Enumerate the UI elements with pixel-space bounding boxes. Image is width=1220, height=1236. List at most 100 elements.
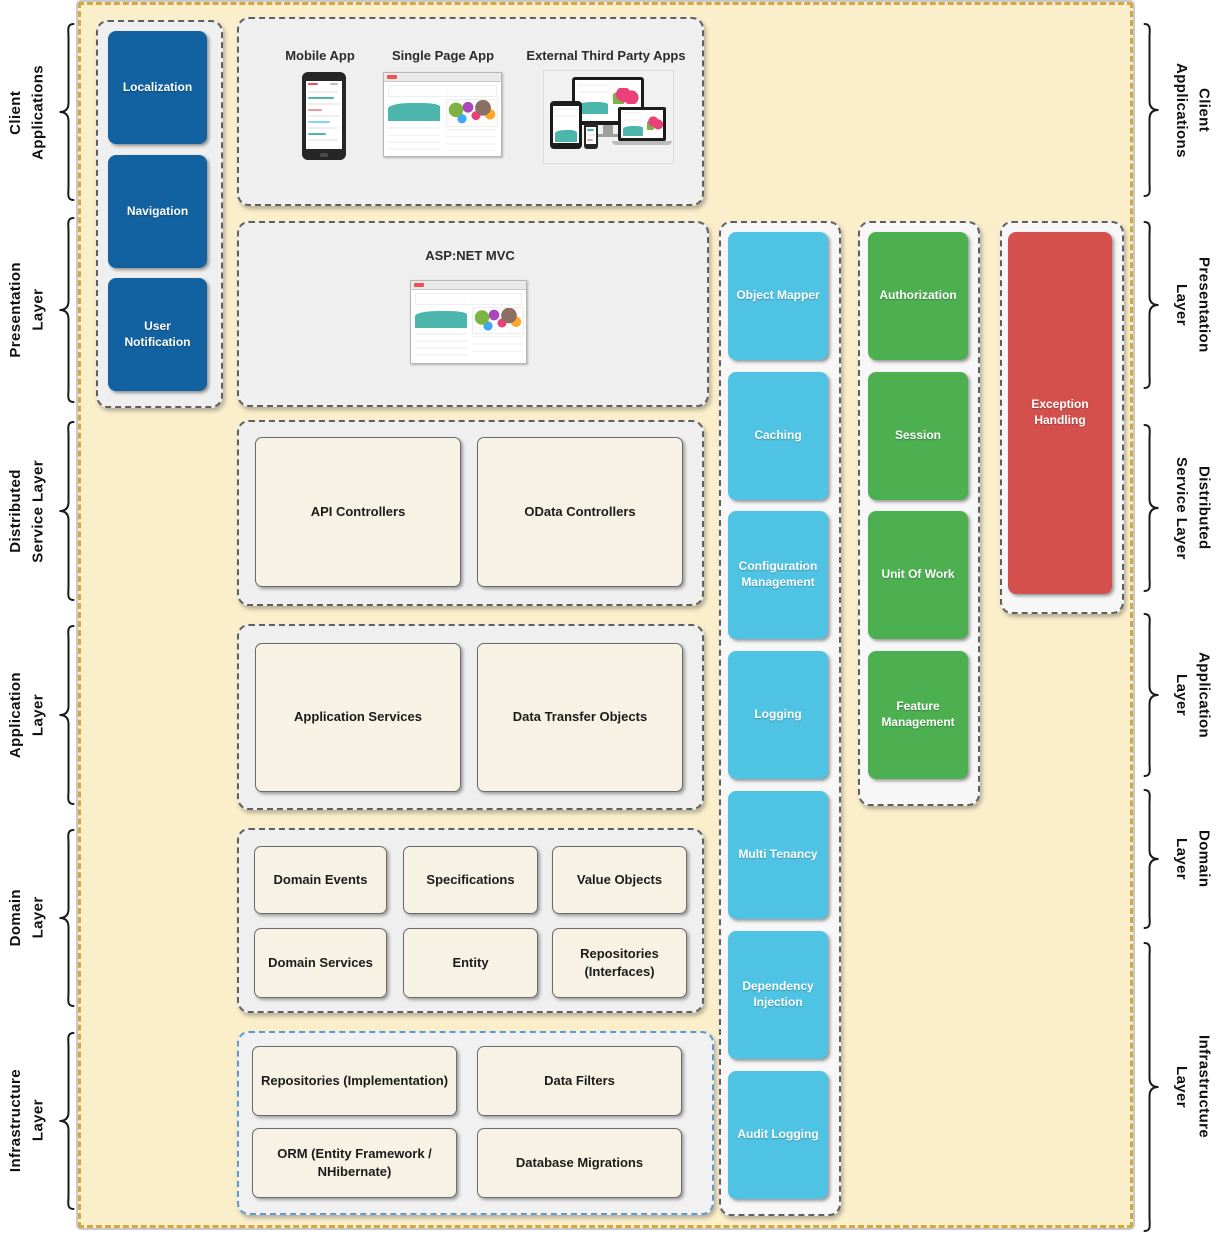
layer-label-line: Distributed — [6, 469, 24, 553]
box-label: Unit Of Work — [881, 567, 955, 582]
layer-label-line: Service Layer — [1173, 456, 1190, 560]
brace-right-distributed-service — [1143, 424, 1159, 592]
box-odata-controllers: OData Controllers — [477, 437, 683, 587]
box-application-services: Application Services — [255, 643, 461, 792]
box-value-objects: Value Objects — [552, 846, 687, 914]
box-label: OData Controllers — [524, 503, 636, 519]
box-database-migrations: Database Migrations — [477, 1128, 682, 1198]
layer-label-line: Layer — [1173, 837, 1190, 881]
layer-label-left-distributed-service: Distributed Service Layer — [0, 420, 54, 602]
box-repositories-implementation: Repositories (Implementation) — [252, 1046, 457, 1116]
box-authorization: Authorization — [868, 232, 968, 360]
world-map — [472, 307, 524, 334]
layer-label-line: Layer — [29, 896, 46, 940]
small-phone — [584, 123, 598, 149]
layer-label-line: Presentation — [6, 262, 24, 358]
layer-label-line: Infrastructure — [1195, 1035, 1213, 1139]
box-specifications: Specifications — [403, 846, 538, 914]
brace-right-client-applications — [1143, 23, 1159, 197]
box-label: ORM (Entity Framework / NHibernate) — [277, 1145, 432, 1179]
layer-label-line: Domain — [1195, 830, 1213, 888]
layer-label-left-infrastructure: Infrastructure Layer — [0, 1031, 54, 1211]
aspnet-mvc-label: ASP:NET MVC — [425, 248, 515, 263]
box-feature-management: Feature Management — [868, 651, 968, 779]
layer-label-line: Client — [6, 89, 24, 135]
browser-list-rows — [446, 129, 496, 151]
brace-left-distributed-service — [59, 421, 75, 601]
layer-label-left-domain: Domain Layer — [0, 828, 54, 1008]
browser-list-rows — [472, 336, 522, 357]
brace-right-infrastructure — [1143, 942, 1159, 1232]
layer-label-line: Client — [1195, 87, 1213, 133]
box-label: Repositories (Implementation) — [260, 1072, 449, 1088]
box-orm: ORM (Entity Framework / NHibernate) — [252, 1128, 457, 1198]
box-label: Multi Tenancy — [738, 847, 818, 862]
layer-label-line: Layer — [29, 1099, 46, 1143]
box-label: Entity — [452, 954, 489, 970]
layer-label-line: Layer — [1173, 1065, 1190, 1109]
box-label: Navigation — [126, 203, 189, 218]
brace-right-domain — [1143, 789, 1159, 929]
area-chart — [388, 103, 440, 121]
box-label: Localization — [122, 79, 193, 94]
layer-label-left-application: Application Layer — [0, 624, 54, 806]
brace-right-presentation — [1143, 221, 1159, 389]
box-entity: Entity — [403, 928, 538, 998]
mobile-app-label: Mobile App — [285, 48, 355, 63]
layer-label-line: Domain — [6, 889, 24, 947]
box-label: Data Transfer Objects — [512, 709, 648, 725]
box-label: Exception Handling — [1031, 397, 1089, 427]
box-domain-events: Domain Events — [254, 846, 387, 914]
box-label: Repositories (Interfaces) — [580, 945, 659, 979]
box-label: Domain Events — [273, 871, 368, 887]
box-configuration-management: Configuration Management — [728, 511, 828, 639]
brace-left-infrastructure — [59, 1032, 75, 1210]
aspnet-mvc-illustration — [410, 280, 527, 364]
box-caching: Caching — [728, 372, 828, 500]
layer-label-line: Layer — [29, 288, 46, 332]
phone-home-button — [320, 153, 328, 157]
layer-label-line: Application — [6, 671, 24, 759]
box-logging: Logging — [728, 651, 828, 779]
box-label: Database Migrations — [515, 1154, 644, 1170]
box-navigation: Navigation — [108, 155, 207, 268]
laptop-base — [612, 141, 672, 145]
browser-toolbar — [411, 281, 526, 290]
box-label: Dependency Injection — [742, 979, 814, 1009]
box-multi-tenancy: Multi Tenancy — [728, 791, 828, 919]
layer-label-line: Applications — [29, 64, 46, 160]
area-chart — [415, 311, 467, 328]
tablet — [550, 101, 582, 149]
browser-stat-cards — [388, 85, 497, 97]
box-label: Data Filters — [544, 1072, 615, 1088]
layer-label-line: Layer — [1173, 283, 1190, 326]
layer-label-line: Distributed — [1195, 466, 1213, 550]
box-label: Value Objects — [576, 871, 663, 887]
external-apps-illustration — [543, 70, 674, 164]
laptop — [618, 107, 666, 141]
single-page-app-label: Single Page App — [391, 48, 495, 63]
box-session: Session — [868, 372, 968, 500]
box-label: Audit Logging — [737, 1127, 819, 1142]
brace-left-client-applications — [59, 23, 75, 201]
box-dependency-injection: Dependency Injection — [728, 931, 828, 1059]
monitor-stand — [603, 125, 613, 134]
box-exception-handling: Exception Handling — [1008, 232, 1112, 594]
box-label: Domain Services — [268, 954, 373, 970]
box-user-notification: User Notification — [108, 278, 207, 391]
layer-label-right-infrastructure: Infrastructure Layer — [1164, 941, 1220, 1233]
brace-left-presentation — [59, 217, 75, 403]
layer-label-line: Layer — [29, 693, 46, 737]
browser-toolbar — [384, 73, 501, 82]
box-label: Caching — [754, 428, 802, 443]
external-apps-label: External Third Party Apps — [526, 48, 686, 63]
layer-label-line: Service Layer — [29, 459, 46, 563]
browser-stat-cards — [415, 293, 522, 305]
box-unit-of-work: Unit Of Work — [868, 511, 968, 639]
mobile-app-illustration — [302, 72, 346, 160]
layer-label-line: Infrastructure — [6, 1069, 24, 1173]
